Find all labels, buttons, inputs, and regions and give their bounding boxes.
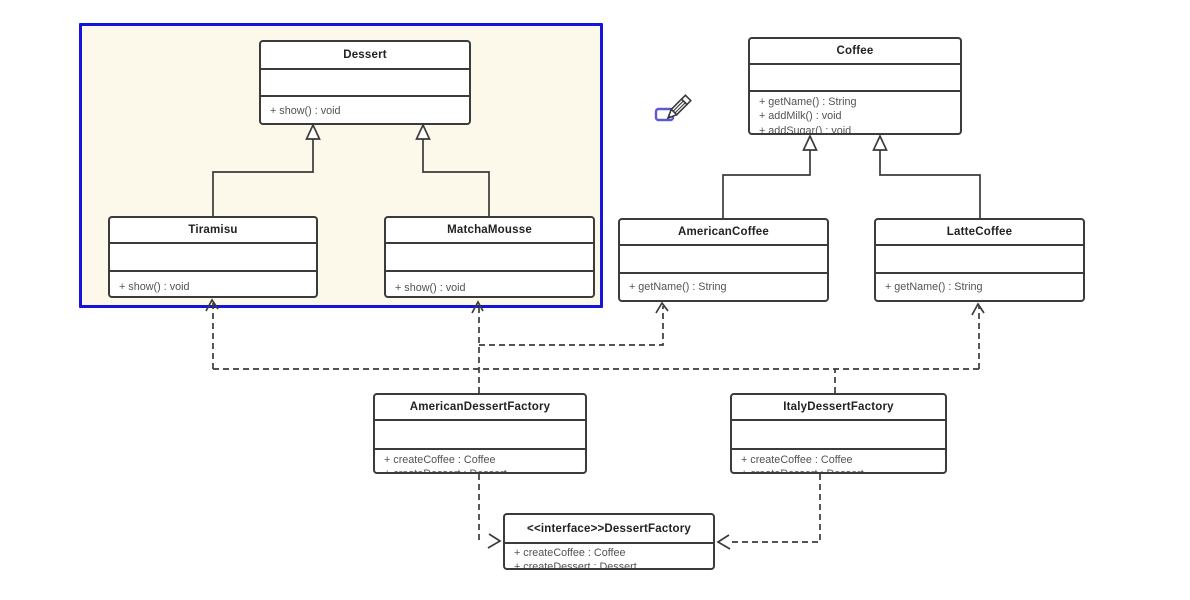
method-label: + getName() : String [629, 281, 727, 293]
method-label: + show() : void [119, 281, 190, 293]
class-american-dessert-factory[interactable]: AmericanDessertFactory + createCoffee : … [373, 393, 587, 474]
attributes-compartment [375, 421, 585, 450]
dependency-arrow-interface-left [487, 533, 502, 549]
class-title: MatchaMousse [386, 218, 593, 244]
attributes-compartment [386, 244, 593, 272]
method-label: + createDessert : Dessert [741, 467, 941, 472]
method-label: + createDessert : Dessert [514, 561, 637, 568]
class-dessert[interactable]: Dessert + show() : void [259, 40, 471, 125]
class-american-coffee[interactable]: AmericanCoffee + getName() : String [618, 218, 829, 302]
dependency-arrow-interface-right [716, 534, 731, 550]
method-label: + addSugar() : void [759, 124, 852, 133]
method-label: + getName() : String [759, 96, 857, 108]
method-label: + addMilk() : void [759, 110, 842, 123]
methods-compartment: + show() : void [110, 272, 316, 296]
class-title: AmericanCoffee [620, 220, 827, 246]
class-title: Tiramisu [110, 218, 316, 244]
attributes-compartment [750, 65, 960, 92]
dependency-arrow-lattecoffee [971, 302, 985, 316]
class-italy-dessert-factory[interactable]: ItalyDessertFactory + createCoffee : Cof… [730, 393, 947, 474]
class-dessert-factory-interface[interactable]: <<interface>>DessertFactory + createCoff… [503, 513, 715, 570]
class-title: Coffee [750, 39, 960, 65]
method-label: + createCoffee : Coffee [514, 547, 626, 559]
class-coffee[interactable]: Coffee + getName() : String + addMilk() … [748, 37, 962, 135]
methods-compartment: + createCoffee : Coffee + createDessert … [732, 450, 945, 472]
class-tiramisu[interactable]: Tiramisu + show() : void [108, 216, 318, 298]
method-label: + show() : void [270, 105, 341, 117]
inheritance-lattecoffee-coffee [872, 133, 981, 218]
methods-compartment: + createCoffee : Coffee + createDessert … [505, 544, 713, 568]
class-title: Dessert [261, 42, 469, 70]
method-label: + getName() : String [885, 281, 983, 293]
attributes-compartment [110, 244, 316, 272]
method-label: + createCoffee : Coffee [741, 454, 853, 466]
dependency-arrow-americancoffee [655, 301, 669, 314]
class-title: <<interface>>DessertFactory [505, 515, 713, 544]
dependency-americanfactory-products [478, 306, 664, 393]
methods-compartment: + show() : void [261, 97, 469, 123]
methods-compartment: + show() : void [386, 272, 593, 296]
class-title: AmericanDessertFactory [375, 395, 585, 421]
pencil-icon [654, 94, 692, 122]
inheritance-americancoffee-coffee [722, 133, 818, 218]
methods-compartment: + getName() : String [620, 274, 827, 300]
class-title: ItalyDessertFactory [732, 395, 945, 421]
method-label: + createCoffee : Coffee [384, 454, 496, 466]
class-matcha-mousse[interactable]: MatchaMousse + show() : void [384, 216, 595, 298]
attributes-compartment [732, 421, 945, 450]
attributes-compartment [876, 246, 1083, 274]
method-label: + show() : void [395, 282, 466, 294]
attributes-compartment [620, 246, 827, 274]
methods-compartment: + getName() : String [876, 274, 1083, 300]
class-title: LatteCoffee [876, 220, 1083, 246]
method-label: + createDessert : Dessert [384, 467, 581, 472]
class-latte-coffee[interactable]: LatteCoffee + getName() : String [874, 218, 1085, 302]
methods-compartment: + getName() : String + addMilk() : void … [750, 92, 960, 133]
methods-compartment: + createCoffee : Coffee + createDessert … [375, 450, 585, 472]
attributes-compartment [261, 70, 469, 97]
dependency-italyfactory-products [212, 303, 980, 393]
